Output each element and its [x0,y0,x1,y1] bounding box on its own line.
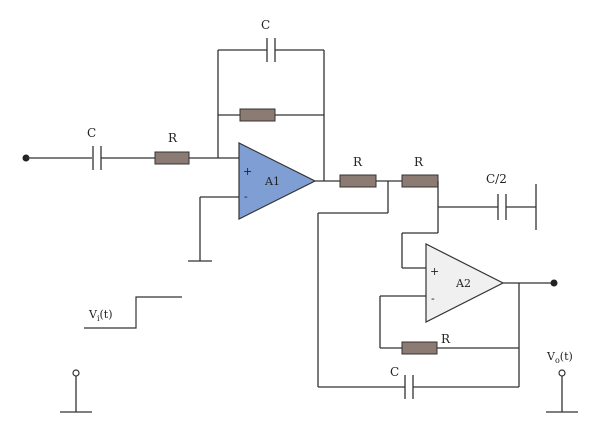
vi-label-sub: i [97,314,100,323]
bottom-capacitor [404,375,414,399]
vo-label-main: V [546,350,556,363]
vi-label-arg: (t) [100,308,113,321]
vo-label-sub: o [555,356,560,365]
amp-a1 [238,142,317,220]
bottom-capacitor-label: C [390,365,399,379]
series-resistor-1 [339,174,377,188]
amp-a1-minus: - [244,190,248,203]
vo-terminal [558,369,566,377]
amp-a2-plus: + [430,265,439,278]
a1-feedback-resistor [239,108,276,122]
vo-label-arg: (t) [560,350,573,363]
input-resistor [154,151,190,165]
vi-terminal [72,369,80,377]
vo-label: Vo(t) [546,350,573,365]
amp-a2-label: A2 [455,277,471,290]
series-resistor-1-label: R [353,155,363,169]
series-resistor-2-label: R [414,155,424,169]
output-terminal [550,279,558,287]
input-capacitor-label: C [87,126,96,140]
amp-a1-label: A1 [264,175,280,188]
a2-feedback-resistor [401,341,438,355]
a2-feedback-resistor-label: R [441,332,451,346]
amp-a2 [425,243,505,323]
series-resistor-2 [401,174,439,188]
input-resistor-label: R [168,131,178,145]
c-half-capacitor [497,194,507,220]
vi-label: Vi(t) [88,308,113,323]
a1-feedback-capacitor-label: C [261,18,270,32]
c-half-label: C/2 [486,172,507,186]
amp-a2-minus: - [431,292,435,305]
amp-a1-plus: + [243,165,252,178]
vi-label-main: V [88,308,98,321]
input-capacitor [92,146,102,170]
step-waveform [84,296,182,329]
a1-feedback-capacitor [266,38,276,62]
